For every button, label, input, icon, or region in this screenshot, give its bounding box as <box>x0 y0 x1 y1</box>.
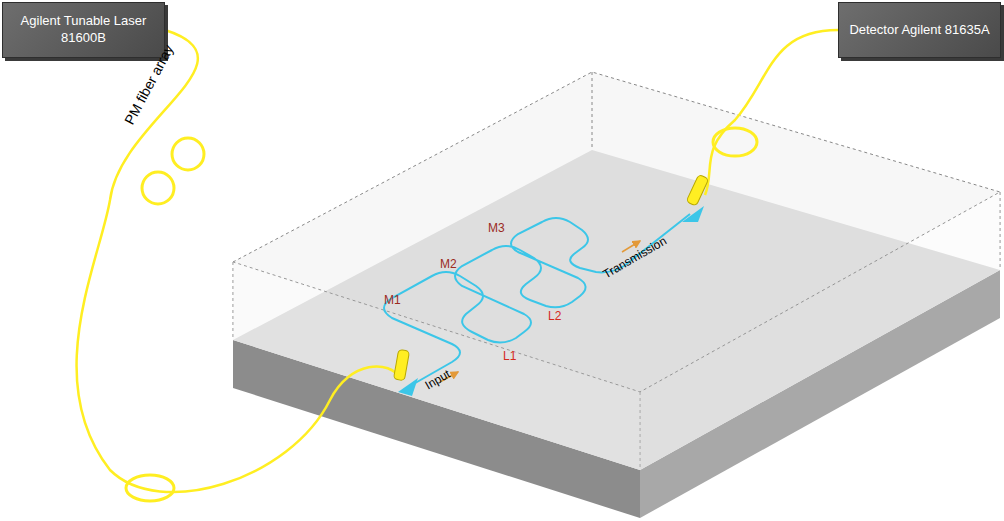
grating-coupler <box>682 206 704 222</box>
fiber-loop <box>172 138 204 170</box>
cladding-front <box>233 262 640 470</box>
box-label: Agilent Tunable Laser 81600B <box>3 9 164 51</box>
cladding-edge <box>592 72 593 150</box>
fiber-loop <box>126 475 174 501</box>
component-label: M3 <box>488 222 505 234</box>
instrument-box: Agilent Tunable Laser 81600B <box>2 2 165 58</box>
instrument-box: Detector Agilent 81635A <box>838 2 1001 58</box>
component-label: M2 <box>440 258 457 270</box>
fiber-loop <box>713 128 757 156</box>
fiber-connector <box>686 174 709 206</box>
component-label: M1 <box>384 294 401 306</box>
grating-coupler <box>398 378 418 396</box>
fiber-loop <box>142 172 174 204</box>
fiber <box>705 30 838 195</box>
cladding-side <box>640 192 1000 470</box>
waveguide <box>384 214 690 386</box>
fiber-connector <box>393 349 409 380</box>
component-label: L2 <box>548 310 561 322</box>
pm-fiber <box>77 30 400 492</box>
box-label: Detector Agilent 81635A <box>841 18 997 43</box>
component-label: L1 <box>503 350 516 362</box>
